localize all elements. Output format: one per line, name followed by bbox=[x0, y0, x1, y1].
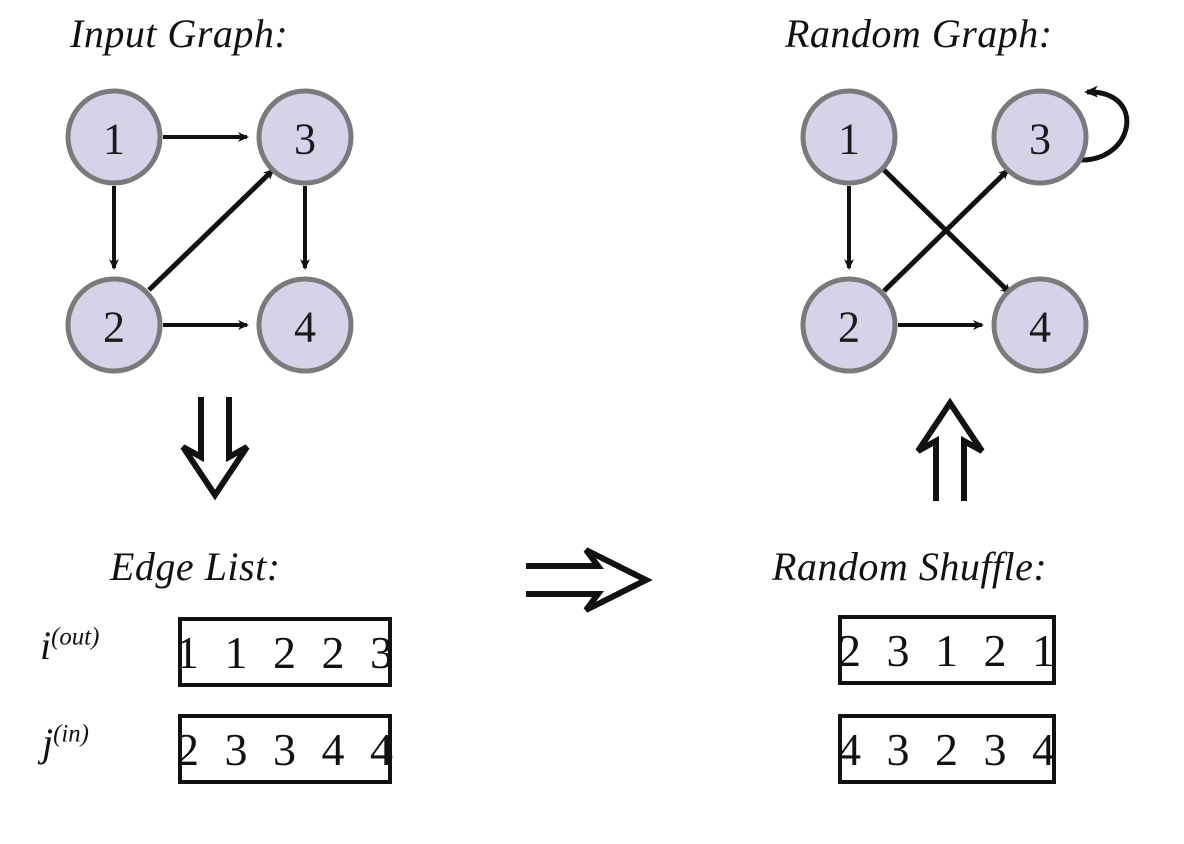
edge-list-jin-values: 2 3 3 4 4 bbox=[176, 723, 400, 775]
input-graph-title: Input Graph: bbox=[70, 11, 289, 56]
edge-list-row-0-label: i(out) bbox=[40, 622, 99, 669]
node-4-label: 4 bbox=[1029, 303, 1051, 352]
edge-list-row-1-label-sup: (in) bbox=[53, 720, 89, 748]
node-2-label: 2 bbox=[838, 303, 860, 352]
random-graph-figure: 1 3 2 4 bbox=[800, 85, 1130, 374]
random-shuffle-out-values: 2 3 1 2 1 bbox=[838, 624, 1062, 676]
edge-2-to-3 bbox=[147, 168, 275, 292]
node-1[interactable]: 1 bbox=[800, 88, 898, 186]
node-2[interactable]: 2 bbox=[800, 276, 898, 374]
edge-list-jin-box[interactable]: 2 3 3 4 4 bbox=[176, 714, 393, 784]
double-arrow-right-icon bbox=[526, 547, 653, 613]
node-2[interactable]: 2 bbox=[65, 276, 163, 374]
edge-list-row-1-label: j(in) bbox=[42, 719, 89, 766]
random-graph-title: Random Graph: bbox=[785, 11, 1053, 56]
edge-list-iout-box[interactable]: 1 1 2 2 3 bbox=[176, 617, 393, 687]
double-arrow-down-icon bbox=[180, 397, 250, 501]
random-shuffle-title: Random Shuffle: bbox=[772, 544, 1048, 589]
edge-3-self-loop bbox=[1078, 85, 1130, 163]
node-3[interactable]: 3 bbox=[991, 88, 1089, 186]
node-3-label: 3 bbox=[294, 115, 316, 164]
edge-list-row-0-label-base: i bbox=[40, 623, 52, 668]
node-3[interactable]: 3 bbox=[256, 88, 354, 186]
edge-list-row-1-label-base: j bbox=[42, 720, 54, 765]
node-4-label: 4 bbox=[294, 303, 316, 352]
node-2-label: 2 bbox=[103, 303, 125, 352]
node-1-label: 1 bbox=[103, 115, 125, 164]
random-shuffle-in-box[interactable]: 4 3 2 3 4 bbox=[838, 714, 1056, 784]
random-shuffle-out-box[interactable]: 2 3 1 2 1 bbox=[838, 615, 1056, 685]
node-1[interactable]: 1 bbox=[65, 88, 163, 186]
edge-2-to-3 bbox=[882, 168, 1010, 293]
edge-list-row-0-label-sup: (out) bbox=[51, 623, 100, 651]
random-shuffle-in-values: 4 3 2 3 4 bbox=[838, 723, 1062, 775]
double-arrow-up-icon bbox=[915, 397, 985, 501]
node-3-label: 3 bbox=[1029, 115, 1051, 164]
node-4[interactable]: 4 bbox=[256, 276, 354, 374]
input-graph-figure: 1 3 2 4 bbox=[65, 88, 354, 374]
node-4[interactable]: 4 bbox=[991, 276, 1089, 374]
edge-list-iout-values: 1 1 2 2 3 bbox=[176, 626, 400, 678]
node-1-label: 1 bbox=[838, 115, 860, 164]
edge-list-title: Edge List: bbox=[110, 544, 281, 589]
